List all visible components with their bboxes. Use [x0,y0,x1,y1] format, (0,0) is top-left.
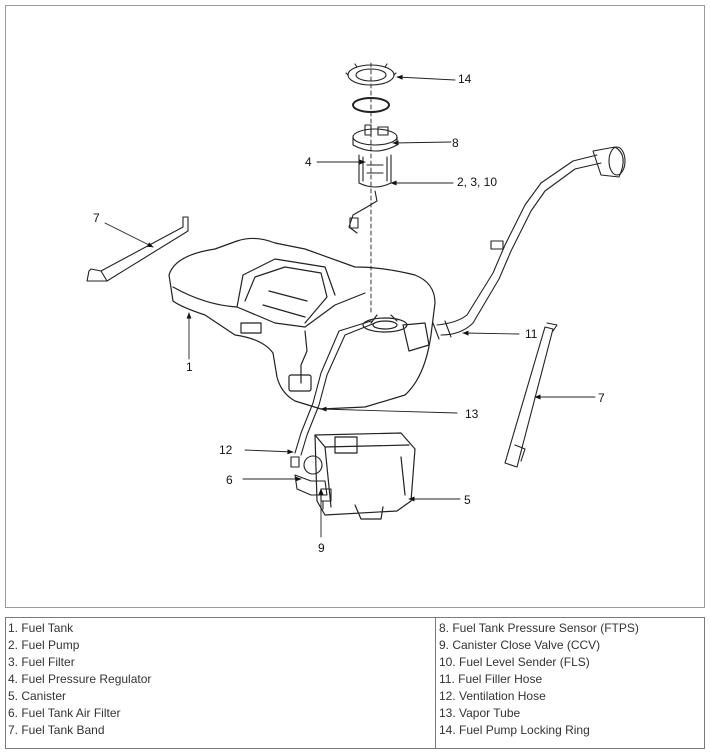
callout-11: 11 [525,327,538,341]
fuel-filler-pipe [432,146,626,340]
canister [314,432,416,520]
callout-12: 12 [219,443,233,457]
callout-6: 6 [226,473,233,487]
legend-item: 13. Vapor Tube [439,706,521,720]
callout-2-3-10: 2, 3, 10 [457,175,498,189]
vapor-tube [294,320,376,456]
callout-7-left: 7 [93,211,100,225]
legend-item: 14. Fuel Pump Locking Ring [439,723,590,737]
figure-frame [5,5,705,608]
callout-8: 8 [452,136,459,150]
legend-item: 2. Fuel Pump [8,638,80,652]
parts-legend-table: 1. Fuel Tank 2. Fuel Pump 3. Fuel Filter… [5,617,705,749]
legend-column-left: 1. Fuel Tank 2. Fuel Pump 3. Fuel Filter… [6,618,436,748]
legend-item: 3. Fuel Filter [8,655,75,669]
legend-item: 8. Fuel Tank Pressure Sensor (FTPS) [439,621,639,635]
fuel-tank [168,237,436,410]
fuel-system-exploded-diagram [86,62,626,538]
fuel-tank-air-filter [290,455,328,496]
callout-4: 4 [305,155,312,169]
callout-7-right: 7 [598,391,605,405]
legend-item: 5. Canister [8,689,67,703]
legend-item: 12. Ventilation Hose [439,689,546,703]
legend-item: 7. Fuel Tank Band [8,723,105,737]
callout-14: 14 [458,72,472,86]
fuel-pump-module [348,124,398,234]
callout-9: 9 [318,541,325,555]
legend-item: 4. Fuel Pressure Regulator [8,672,152,686]
legend-item: 11. Fuel Filler Hose [439,672,543,686]
o-ring [352,97,390,113]
fuel-tank-band-left [86,216,189,282]
fuel-tank-band-right [504,322,558,468]
fuel-pump-locking-ring [345,63,397,86]
legend-item: 6. Fuel Tank Air Filter [8,706,121,720]
callout-13: 13 [465,407,479,421]
legend-column-right: 8. Fuel Tank Pressure Sensor (FTPS) 9. C… [436,618,704,748]
callout-5: 5 [464,493,471,507]
callout-1: 1 [186,360,193,374]
leader-lines [104,74,596,538]
legend-item: 10. Fuel Level Sender (FLS) [439,655,590,669]
legend-item: 9. Canister Close Valve (CCV) [439,638,601,652]
legend-item: 1. Fuel Tank [8,621,74,635]
